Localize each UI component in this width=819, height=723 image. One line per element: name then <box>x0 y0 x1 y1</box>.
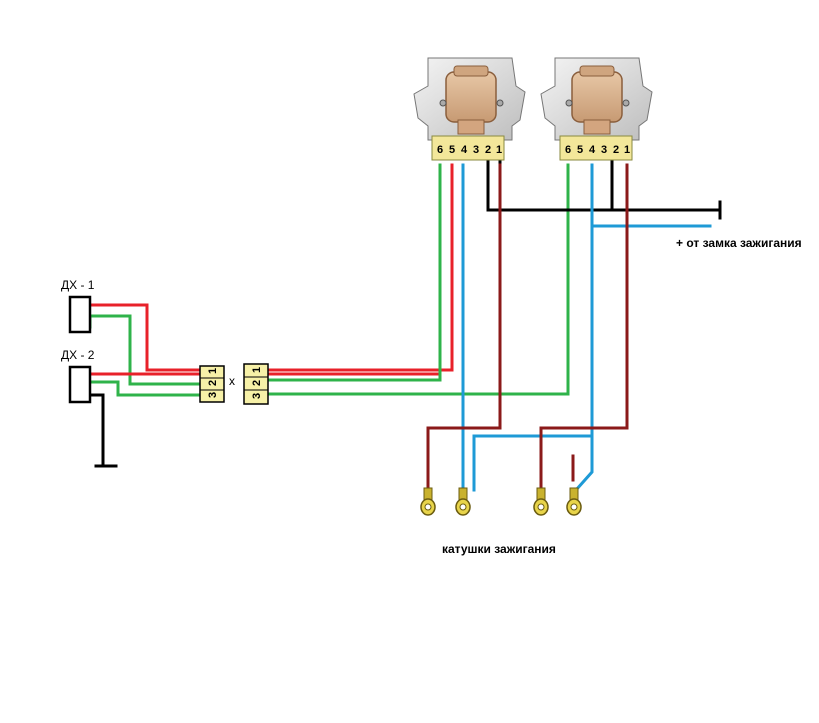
switch-left-pin-2: 2 <box>485 144 491 156</box>
connector-right-pin-1: 1 <box>251 367 263 373</box>
coil-terminal-2 <box>455 487 471 516</box>
connector-join-mark: x <box>229 374 235 388</box>
switch-left-pin-5: 5 <box>449 144 455 156</box>
wire-green-left-switch <box>266 163 442 382</box>
ignition-switch-label: + от замка зажигания <box>676 236 802 250</box>
sensor-dh2-body <box>68 365 92 404</box>
switch-module-right: 6 5 4 3 2 1 <box>540 57 653 161</box>
switch-right-pin-5: 5 <box>577 144 583 156</box>
wire-darkred-left <box>426 163 502 492</box>
wire-green-right-switch <box>266 163 570 396</box>
connector-left-pin-1: 1 <box>207 368 219 374</box>
switch-right-pin-block <box>559 135 633 161</box>
wire-green-sensor2 <box>88 380 202 397</box>
sensor-dh2-label: ДХ - 2 <box>61 348 95 362</box>
switch-left-pin-3: 3 <box>473 144 479 156</box>
sensor-dh1-body <box>68 295 92 334</box>
sensor-dh2: ДХ - 2 <box>61 348 95 404</box>
switch-left-pin-6: 6 <box>437 144 443 156</box>
switch-module-left: 6 5 4 3 2 1 <box>413 57 526 161</box>
wire-darkred-right <box>539 163 629 492</box>
switch-right-pin-1: 1 <box>624 144 630 156</box>
wire-blue-right-coil <box>573 163 594 493</box>
switch-right-pin-3: 3 <box>601 144 607 156</box>
wire-red-sensor1 <box>88 303 202 372</box>
connector-right-pin-2: 2 <box>251 380 263 386</box>
coil-terminal-1 <box>420 487 436 516</box>
coil-terminal-3 <box>533 487 549 516</box>
connector-right: 3 2 1 <box>243 363 269 405</box>
switch-right-pin-4: 4 <box>589 144 596 156</box>
connector-left-pin-3: 3 <box>207 392 219 398</box>
connector-left-pin-2: 2 <box>207 380 219 386</box>
wire-black-sensor-ground <box>88 393 105 467</box>
switch-left-pin-4: 4 <box>461 144 468 156</box>
wire-black-bus <box>486 158 722 212</box>
switch-left-pin-block <box>431 135 505 161</box>
switch-right-pin-2: 2 <box>613 144 619 156</box>
ignition-coils <box>420 487 582 516</box>
connector-left: 3 2 1 <box>199 365 225 403</box>
switch-left-pin-1: 1 <box>496 144 502 156</box>
coils-label: катушки зажигания <box>442 542 556 556</box>
wire-red-main <box>266 163 454 372</box>
wires <box>88 158 722 493</box>
connector-right-pin-3: 3 <box>251 393 263 399</box>
coil-terminal-4 <box>566 487 582 516</box>
switch-right-pin-6: 6 <box>565 144 571 156</box>
wire-blue-left-coil-b <box>472 434 594 492</box>
sensor-dh1: ДХ - 1 <box>61 278 95 334</box>
sensor-dh1-label: ДХ - 1 <box>61 278 95 292</box>
